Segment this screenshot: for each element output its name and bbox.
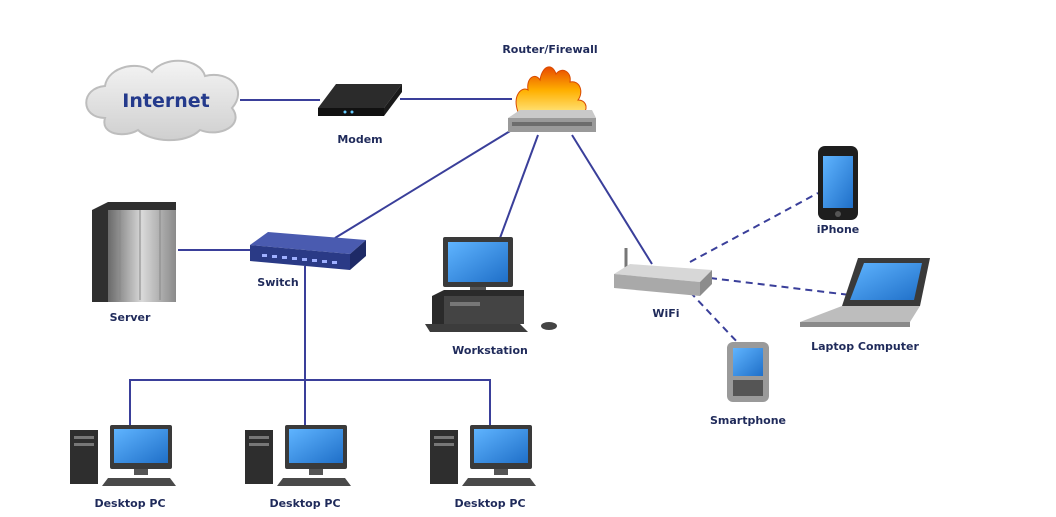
internet-cloud-icon <box>85 59 239 142</box>
link-router-switch <box>334 127 516 239</box>
wifi-label: WiFi <box>652 307 679 320</box>
server-label: Server <box>110 311 151 324</box>
modem-label: Modem <box>337 133 382 146</box>
wifi-access-point-icon <box>614 248 712 296</box>
desktop-bus <box>129 379 491 432</box>
desktop-pc-icon-3 <box>430 425 536 486</box>
laptop-label: Laptop Computer <box>811 340 919 353</box>
link-router-wifi <box>571 134 653 265</box>
link-wifi-laptop <box>709 277 851 296</box>
switch-label: Switch <box>257 276 298 289</box>
laptop-icon <box>800 258 930 327</box>
link-wifi-iphone <box>689 192 819 263</box>
server-icon <box>92 202 176 302</box>
desktop-pc-label-2: Desktop PC <box>269 497 340 510</box>
desktop-pc-label-1: Desktop PC <box>94 497 165 510</box>
link-router-workstation <box>499 134 539 239</box>
iphone-label: iPhone <box>817 223 860 236</box>
internet-label: Internet <box>122 90 209 112</box>
link-wifi-smartphone <box>689 291 741 346</box>
desktop-pc-icon-1 <box>70 425 176 486</box>
firewall-flame-icon <box>515 66 587 115</box>
switch-icon <box>250 232 366 270</box>
smartphone-label: Smartphone <box>710 414 786 427</box>
workstation-icon <box>425 237 557 332</box>
smartphone-icon <box>727 342 769 402</box>
modem-icon <box>318 84 402 116</box>
desktop-pc-label-3: Desktop PC <box>454 497 525 510</box>
router-icon <box>508 110 596 132</box>
desktop-pc-icon-2 <box>245 425 351 486</box>
connections <box>129 98 851 432</box>
router-label: Router/Firewall <box>502 43 597 56</box>
workstation-label: Workstation <box>452 344 528 357</box>
iphone-icon <box>818 146 858 220</box>
